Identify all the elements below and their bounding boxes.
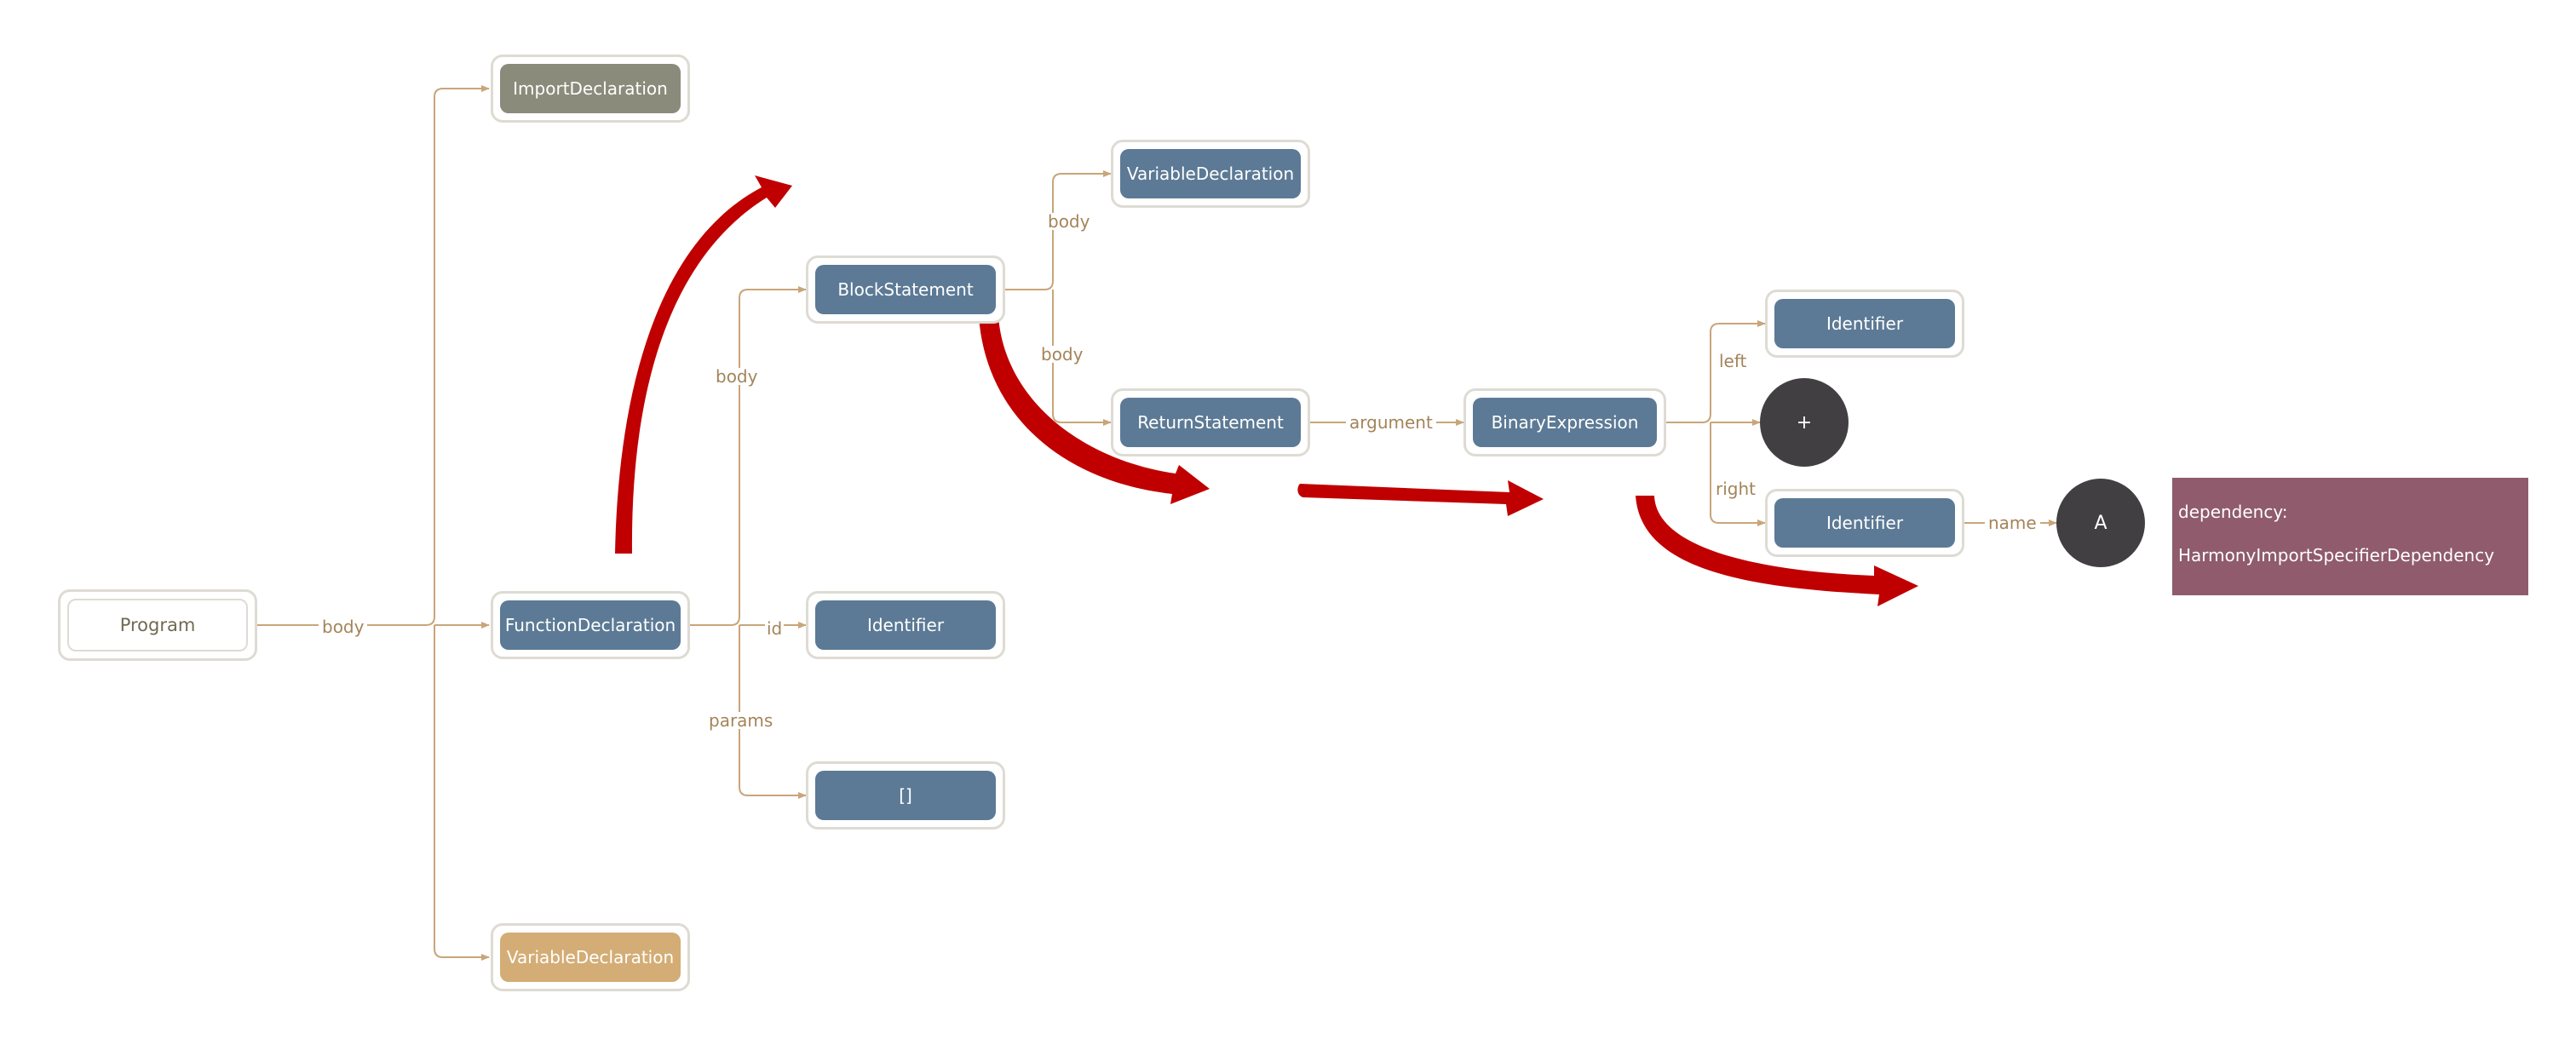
edge-label-binary-right: right (1714, 479, 1757, 499)
edge-label-function-body: body (712, 368, 762, 385)
identifier-left-label: Identifier (1774, 299, 1955, 348)
operator-plus-node[interactable]: + (1760, 378, 1849, 467)
edge-function-to-block (690, 286, 807, 626)
dependency-type: HarmonyImportSpecifierDependency (2178, 545, 2495, 565)
edge-label-function-id: id (765, 618, 785, 639)
flow-arrow-block-to-return (979, 317, 1210, 504)
identifier-id-node[interactable]: Identifier (806, 591, 1005, 659)
program-node[interactable]: Program (58, 589, 257, 661)
flow-arrow-up (615, 175, 792, 554)
edge-program-to-vardecl (434, 625, 490, 961)
edge-label-function-params: params (707, 710, 775, 731)
variable-declaration-root-node[interactable]: VariableDeclaration (491, 923, 690, 991)
import-declaration-label: ImportDeclaration (500, 64, 681, 113)
edge-binary-to-left (1666, 320, 1766, 423)
edge-label-block-body-1: body (1044, 213, 1094, 230)
edge-label-block-body-2: body (1038, 346, 1087, 363)
dependency-title: dependency: (2178, 502, 2288, 522)
edge-binary-to-right (1710, 422, 1766, 526)
variable-declaration-block-label: VariableDeclaration (1120, 149, 1301, 198)
identifier-right-node[interactable]: Identifier (1765, 489, 1964, 557)
edge-block-to-return (1052, 290, 1112, 426)
return-statement-label: ReturnStatement (1120, 398, 1301, 447)
edge-label-program-body: body (319, 618, 368, 635)
variable-declaration-root-label: VariableDeclaration (500, 933, 681, 982)
edge-function-to-params (739, 625, 807, 799)
function-declaration-node[interactable]: FunctionDeclaration (491, 591, 690, 659)
params-array-node[interactable]: [] (806, 761, 1005, 829)
identifier-right-label: Identifier (1774, 498, 1955, 548)
params-array-label: [] (815, 771, 996, 820)
edge-label-return-argument: argument (1346, 414, 1436, 431)
function-declaration-label: FunctionDeclaration (500, 600, 681, 650)
block-statement-node[interactable]: BlockStatement (806, 255, 1005, 324)
import-declaration-node[interactable]: ImportDeclaration (491, 55, 690, 123)
block-statement-label: BlockStatement (815, 265, 996, 314)
binary-expression-node[interactable]: BinaryExpression (1463, 388, 1666, 456)
edge-block-to-vardecl (1005, 170, 1112, 290)
variable-declaration-block-node[interactable]: VariableDeclaration (1111, 140, 1310, 208)
flow-arrow-binary-to-dependency (1636, 496, 1918, 606)
name-a-label: A (2094, 512, 2107, 534)
operator-plus-label: + (1796, 411, 1813, 433)
binary-expression-label: BinaryExpression (1473, 398, 1657, 447)
identifier-left-node[interactable]: Identifier (1765, 290, 1964, 358)
name-a-node[interactable]: A (2056, 479, 2145, 567)
edge-label-identifier-name: name (1985, 514, 2040, 531)
return-statement-node[interactable]: ReturnStatement (1111, 388, 1310, 456)
program-label: Program (67, 599, 248, 652)
identifier-id-label: Identifier (815, 600, 996, 650)
dependency-box: dependency: HarmonyImportSpecifierDepend… (2172, 478, 2528, 595)
edge-label-binary-left: left (1717, 351, 1749, 371)
edge-program-to-import (257, 85, 490, 626)
flow-arrow-return-to-binary (1297, 480, 1544, 516)
